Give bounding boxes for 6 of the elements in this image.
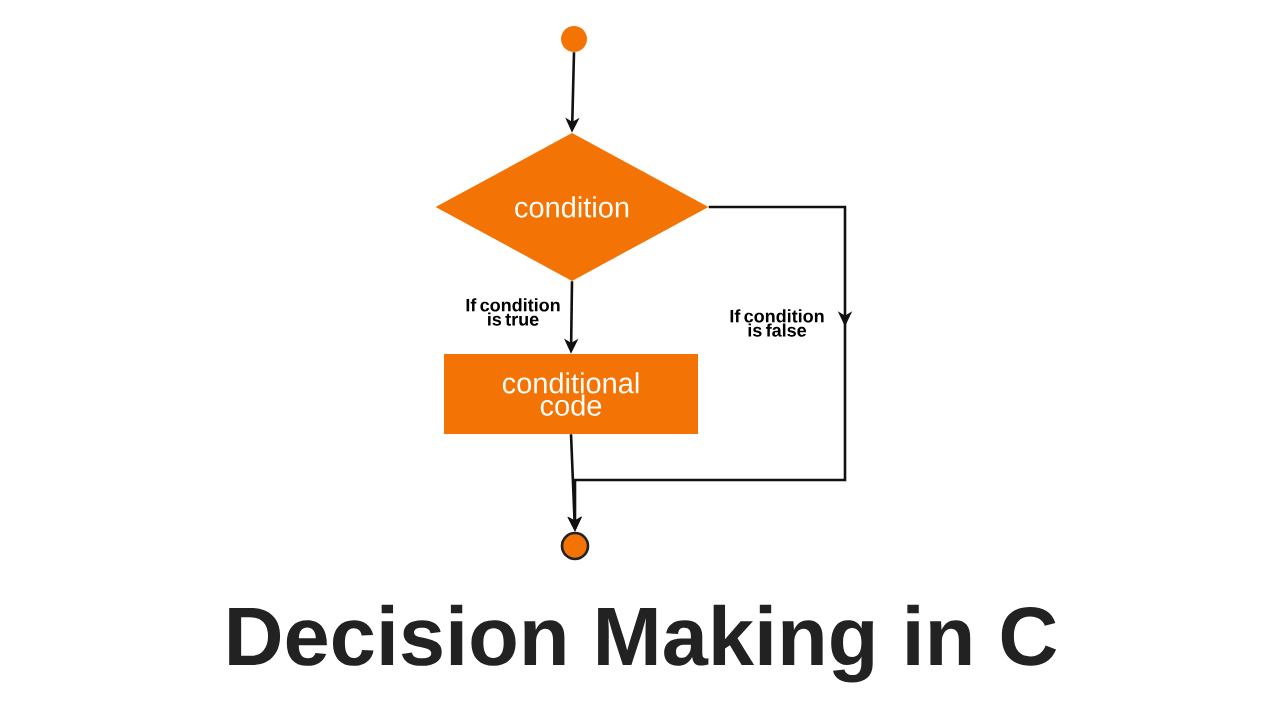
title: Decision Making in C (229, 604, 1057, 683)
end-circle (560, 531, 590, 561)
edge-label: If condition is false (722, 308, 832, 338)
process-box: conditional code (444, 354, 698, 434)
start-circle (561, 26, 587, 52)
edge-label: If condition is true (458, 297, 568, 327)
